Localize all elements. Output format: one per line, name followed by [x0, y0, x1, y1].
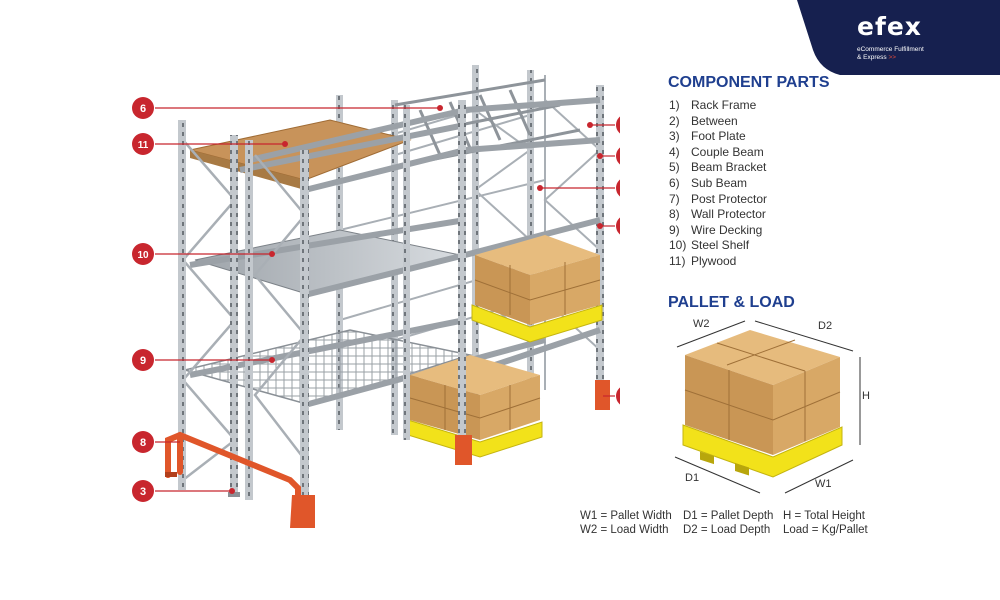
callout-9: 9 — [132, 349, 154, 371]
legend-d2: D2 = Load Depth — [683, 524, 771, 536]
foot-plate — [228, 492, 240, 497]
legend-d1: D1 = Pallet Depth — [683, 510, 774, 522]
post-protector-front — [290, 495, 315, 528]
legend-w1: W1 = Pallet Width — [580, 510, 672, 522]
brand-logo: efex — [857, 12, 922, 41]
brand-badge: efex eCommerce Fulfillment & Express >> — [785, 0, 1000, 75]
callout-3: 3 — [132, 480, 154, 502]
rack-illustration: 6 11 10 9 8 3 4 1 2 5 7 — [132, 65, 620, 528]
upright-back-2 — [527, 70, 534, 390]
dim-d1: D1 — [685, 472, 699, 484]
legend-w2: W2 = Load Width — [580, 524, 669, 536]
svg-text:3: 3 — [140, 486, 146, 498]
svg-text:6: 6 — [140, 103, 146, 115]
legend-row: W2 = Load Width D2 = Load Depth Load = K… — [580, 523, 880, 537]
list-item: 4)Couple Beam — [669, 144, 764, 159]
list-item: 8)Wall Protector — [669, 207, 766, 222]
legend-row: W1 = Pallet Width D1 = Pallet Depth H = … — [580, 509, 880, 523]
brand-arrows: >> — [888, 54, 897, 61]
callout-2: 2 — [616, 179, 620, 197]
callout-1: 1 — [616, 147, 620, 165]
list-item: 7)Post Protector — [669, 191, 768, 206]
upright-front-2 — [230, 135, 238, 495]
dim-d2: D2 — [818, 320, 832, 332]
pallet-legend: W1 = Pallet Width D1 = Pallet Depth H = … — [580, 509, 880, 537]
upright-front-3 — [245, 140, 253, 500]
post-protector-mid — [455, 435, 472, 465]
dim-h: H — [862, 390, 870, 402]
dim-w1: W1 — [815, 478, 832, 490]
pallet-boxes — [684, 330, 841, 455]
dim-w2: W2 — [693, 318, 710, 330]
front-frame-bracing — [181, 139, 307, 481]
list-item: 10)Steel Shelf — [669, 238, 750, 253]
svg-text:10: 10 — [137, 250, 149, 261]
list-item: 1)Rack Frame — [669, 98, 757, 112]
callout-5: 5 — [616, 217, 620, 235]
svg-text:8: 8 — [140, 437, 146, 449]
brand-badge-shape — [785, 0, 1000, 75]
pallet-load-diagram: W2 D2 H D1 W1 — [674, 318, 870, 494]
pallet-load-heading: PALLET & LOAD — [668, 294, 795, 311]
pallet-load-lower — [407, 355, 543, 458]
legend-h: H = Total Height — [783, 510, 865, 522]
callout-10: 10 — [132, 243, 154, 265]
upright-front-4 — [300, 150, 309, 520]
list-item: 5)Beam Bracket — [669, 160, 767, 175]
callout-7: 7 — [616, 387, 620, 405]
upright-back-1 — [472, 65, 479, 395]
upright-back-3 — [596, 85, 604, 400]
upright-front-1 — [178, 120, 186, 490]
pallet-load-upper — [471, 235, 603, 343]
list-item: 3)Foot Plate — [669, 129, 746, 144]
callout-4: 4 — [616, 116, 620, 134]
callout-6: 6 — [132, 97, 154, 119]
component-parts-list: 1)Rack Frame 2)Between 3)Foot Plate 4)Co… — [669, 98, 767, 270]
brand-tagline: eCommerce Fulfillment & Express >> — [857, 46, 924, 62]
callout-11: 11 — [132, 133, 154, 155]
component-parts-heading: COMPONENT PARTS — [668, 74, 830, 91]
brand-tagline-line2: & Express — [857, 54, 887, 61]
upright-front-5 — [458, 100, 466, 460]
callout-dots — [229, 105, 603, 494]
callout-8: 8 — [132, 431, 154, 453]
svg-text:11: 11 — [138, 140, 149, 151]
brand-tagline-line1: eCommerce Fulfillment — [857, 46, 924, 53]
dimension-lines — [674, 320, 861, 494]
list-item: 9)Wire Decking — [669, 222, 763, 237]
list-item: 6)Sub Beam — [669, 175, 748, 190]
foot-plate-left — [165, 472, 177, 477]
list-item: 11)Plywood — [669, 253, 737, 268]
svg-text:9: 9 — [140, 355, 146, 367]
callout-lines — [155, 107, 615, 492]
list-item: 2)Between — [669, 113, 738, 128]
post-protector — [595, 380, 610, 410]
upright-front-6 — [403, 105, 410, 440]
pallet — [682, 424, 843, 478]
legend-load: Load = Kg/Pallet — [783, 524, 868, 536]
